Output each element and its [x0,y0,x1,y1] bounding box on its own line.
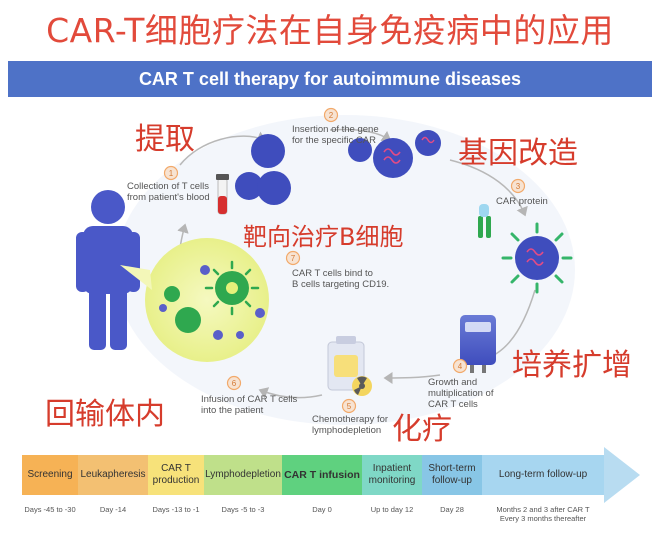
car-protein-icon [478,204,491,238]
timeline-label-6: Short-term follow-up [428,463,476,486]
timeline-band-7 [482,455,604,495]
diagram-banner: CAR T cell therapy for autoimmune diseas… [8,61,652,97]
timeline-band-1 [78,455,148,495]
chemotherapy-icon [327,336,372,396]
step-badge-numbers: 1 2 3 4 5 6 7 [169,111,521,411]
timeline-label-5: Inpatient monitoring [368,463,416,486]
step-1-text: Collection of T cells from patient's blo… [127,181,210,203]
step-number-3: 3 [516,182,521,191]
infusion-bag-icon [460,315,496,373]
timeline-days-5: Up to day 12 [370,505,414,514]
t-cells-icon [235,134,291,205]
step-2-text: Insertion of the gene for the specific C… [292,124,379,146]
step-5-text: Chemotherapy for lymphodepletion [312,414,389,436]
main-title: CAR-T细胞疗法在自身免疫病中的应用 [46,11,614,50]
annotation-extract: 提取 [135,122,195,157]
timeline-label-0: Screening [27,469,73,480]
step-number-1: 1 [169,169,174,178]
timeline-label-7: Long-term follow-up [498,469,588,480]
step-number-6: 6 [232,379,237,388]
timeline-days-0: Days -45 to -30 [24,505,76,514]
step-number-2: 2 [329,111,334,120]
timeline-days-4: Day 0 [312,505,332,514]
annotation-chemo: 化疗 [392,412,452,447]
timeline-days-3: Days -5 to -3 [221,505,265,514]
step-7-text: CAR T cells bind to B cells targeting CD… [292,268,390,290]
step-number-4: 4 [458,362,463,371]
timeline-band-5 [362,455,422,495]
timeline-days-7: Months 2 and 3 after CAR T Every 3 month… [496,505,590,523]
timeline-bands [22,455,604,495]
step-number-5: 5 [347,402,352,411]
timeline-band-4 [282,455,362,495]
timeline-band-6 [422,455,482,495]
step-number-7: 7 [291,254,296,263]
annotation-expand: 培养扩增 [512,348,632,383]
annotation-gene-edit: 基因改造 [458,136,578,171]
b-cell-field [120,238,269,362]
gene-insertion-cells-icon [348,130,441,178]
timeline-label-3: Lymphodepletion [205,469,281,480]
timeline-band-0 [22,455,78,495]
timeline-days-6: Day 28 [440,505,464,514]
timeline-band-3 [204,455,282,495]
annotation-target-b-cells: 靶向治疗B细胞 [243,223,404,251]
timeline-band-2 [148,455,204,495]
step-badges [163,107,526,414]
timeline-days-1: Day -14 [99,505,127,514]
step-3-text: CAR protein [496,196,548,207]
step-6-text: Infusion of CAR T cells into the patient [201,394,298,416]
annotation-reinfuse: 回输体内 [45,397,165,432]
step-4-text: Growth and multiplication of CAR T cells [428,377,494,410]
blood-tube-icon [216,174,229,215]
timeline-label-2: CAR T production [152,463,200,486]
timeline-label-4: CAR T infusion [284,469,360,481]
car-t-cell-icon [501,222,573,294]
timeline-days-2: Days -13 to -1 [152,505,200,514]
timeline-label-1: Leukapheresis [80,469,146,480]
